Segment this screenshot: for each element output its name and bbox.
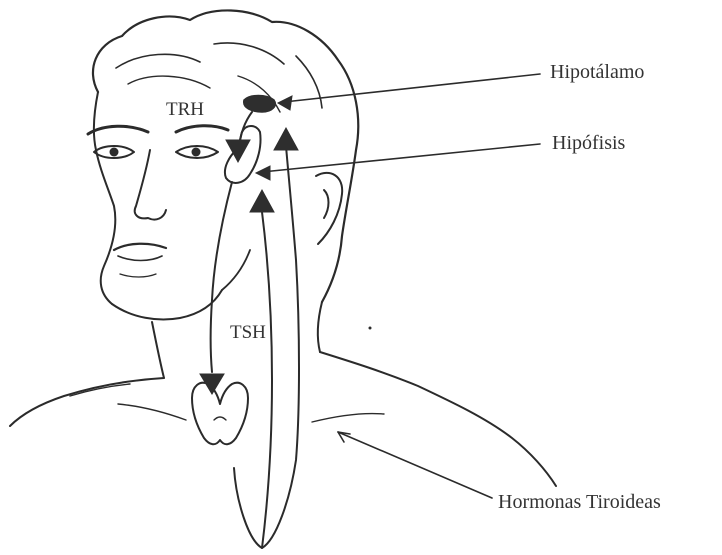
neck-shoulders <box>10 302 556 486</box>
trh-arrow <box>226 112 252 162</box>
trh-label: TRH <box>166 100 204 119</box>
hipotalamo-label: Hipotálamo <box>550 62 644 82</box>
tsh-arrow <box>200 182 232 394</box>
tsh-label: TSH <box>230 323 266 342</box>
hypothalamus-shape <box>244 96 276 113</box>
pituitary-shape <box>225 126 261 183</box>
thyroid-gland <box>192 383 248 445</box>
hormonas-tiroideas-label: Hormonas Tiroideas <box>498 492 661 512</box>
hipofisis-label: Hipófisis <box>552 133 625 153</box>
